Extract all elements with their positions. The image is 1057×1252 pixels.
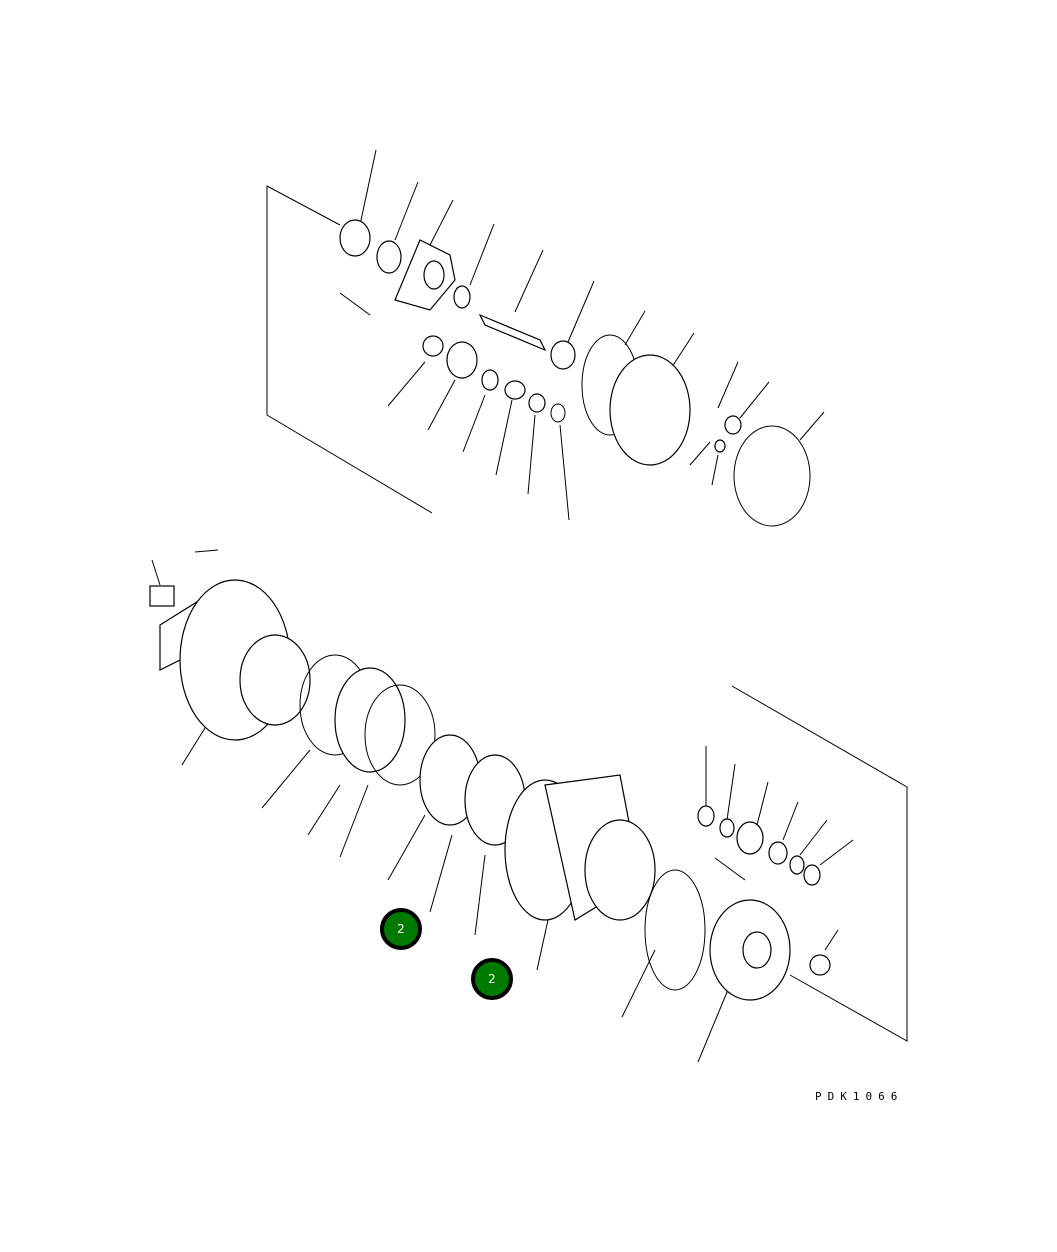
callout-label: 2 (397, 922, 405, 936)
callout-label: 2 (488, 972, 496, 986)
callout-badge-2[interactable]: 2 (471, 958, 513, 1000)
drawing-code: PDK1066 (815, 1090, 904, 1103)
leader-lines (151, 149, 854, 1063)
group-frame-lines (266, 185, 908, 1042)
callout-badge-1[interactable]: 2 (380, 908, 422, 950)
parts (149, 219, 831, 1001)
